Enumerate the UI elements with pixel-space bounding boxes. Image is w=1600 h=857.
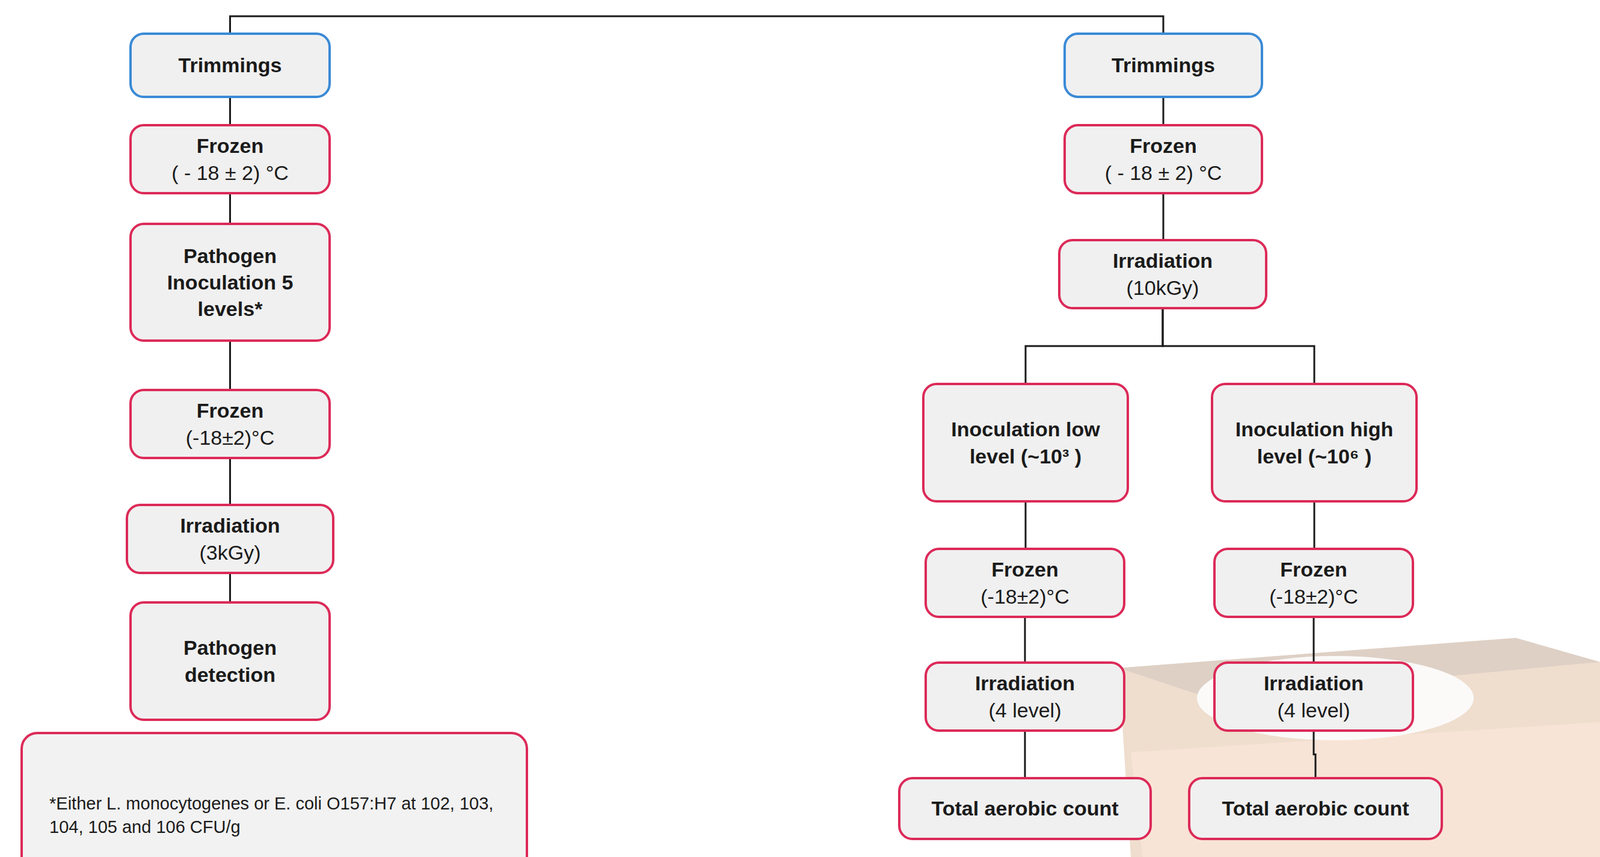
box-title: Frozen [991,555,1059,583]
box-title: Total aerobic count [1221,794,1409,822]
process-box: Irradiation(4 level) [1213,661,1415,732]
box-detail: ( - 18 ± 2) °C [1104,159,1223,186]
box-title: Trimmings [178,51,283,79]
process-box: Trimmings [129,32,331,99]
process-box: Inoculation low level (~10³ ) [922,382,1130,503]
process-box: Frozen( - 18 ± 2) °C [1063,123,1264,195]
process-box: Total aerobic count [898,776,1152,840]
connector-line [1313,617,1315,662]
connector-line [1162,194,1165,239]
box-detail: (3kGy) [199,538,262,566]
box-title: Total aerobic count [931,794,1119,822]
process-box: Trimmings [1063,32,1264,99]
box-title: Frozen [1129,132,1197,159]
connector-line [229,458,231,504]
process-box: Irradiation(10kGy) [1058,238,1268,310]
process-box: Pathogen Inoculation 5 levels* [129,222,331,342]
box-title: Trimmings [1111,51,1216,79]
process-box: Irradiation(3kGy) [125,503,335,574]
process-box: Irradiation(4 level) [924,661,1126,732]
box-title: Inoculation low level (~10³ ) [936,415,1115,469]
box-title: Frozen [1280,555,1347,583]
box-title: Irradiation [1112,247,1213,274]
connector-line [1024,731,1027,777]
box-title: Pathogen detection [167,633,294,687]
box-detail: (-18±2)°C [185,424,275,451]
box-detail: ( - 18 ± 2) °C [171,159,289,186]
box-title: Irradiation [975,669,1075,696]
box-title: Pathogen Inoculation 5 levels* [167,242,294,323]
connector-line [1162,98,1165,124]
process-box: Frozen(-18±2)°C [129,388,331,459]
box-title: Frozen [196,132,264,159]
process-box: Inoculation high level (~10⁶ ) [1210,382,1418,503]
connector-line [1313,502,1316,548]
connector-line [1025,309,1163,383]
connector-line [229,194,231,223]
connector-line [1024,502,1027,548]
process-box: Frozen(-18±2)°C [1213,547,1415,618]
connector-line [1162,309,1315,383]
box-title: Inoculation high level (~10⁶ ) [1225,415,1404,469]
footnote-box: *Either L. monocytogenes or E. coli O157… [20,731,529,857]
box-title: *Either L. monocytogenes or E. coli O157… [49,791,513,839]
connector-line [1313,731,1316,777]
process-box: Frozen( - 18 ± 2) °C [129,123,331,195]
box-detail: (4 level) [988,696,1062,724]
box-title: Frozen [196,396,264,424]
connector-line [229,341,231,389]
connector-line [229,573,231,601]
box-detail: (4 level) [1277,696,1351,724]
process-box: Total aerobic count [1187,776,1444,840]
box-detail: (-18±2)°C [1269,582,1359,610]
connector-line [230,16,1164,33]
box-detail: (-18±2)°C [980,582,1070,610]
process-box: Frozen(-18±2)°C [924,547,1126,618]
process-box: Pathogen detection [129,600,331,721]
connector-line [1024,617,1027,662]
box-title: Irradiation [1263,669,1364,696]
box-detail: (10kGy) [1126,274,1200,301]
box-title: Irradiation [179,511,280,539]
connector-line [229,98,231,124]
